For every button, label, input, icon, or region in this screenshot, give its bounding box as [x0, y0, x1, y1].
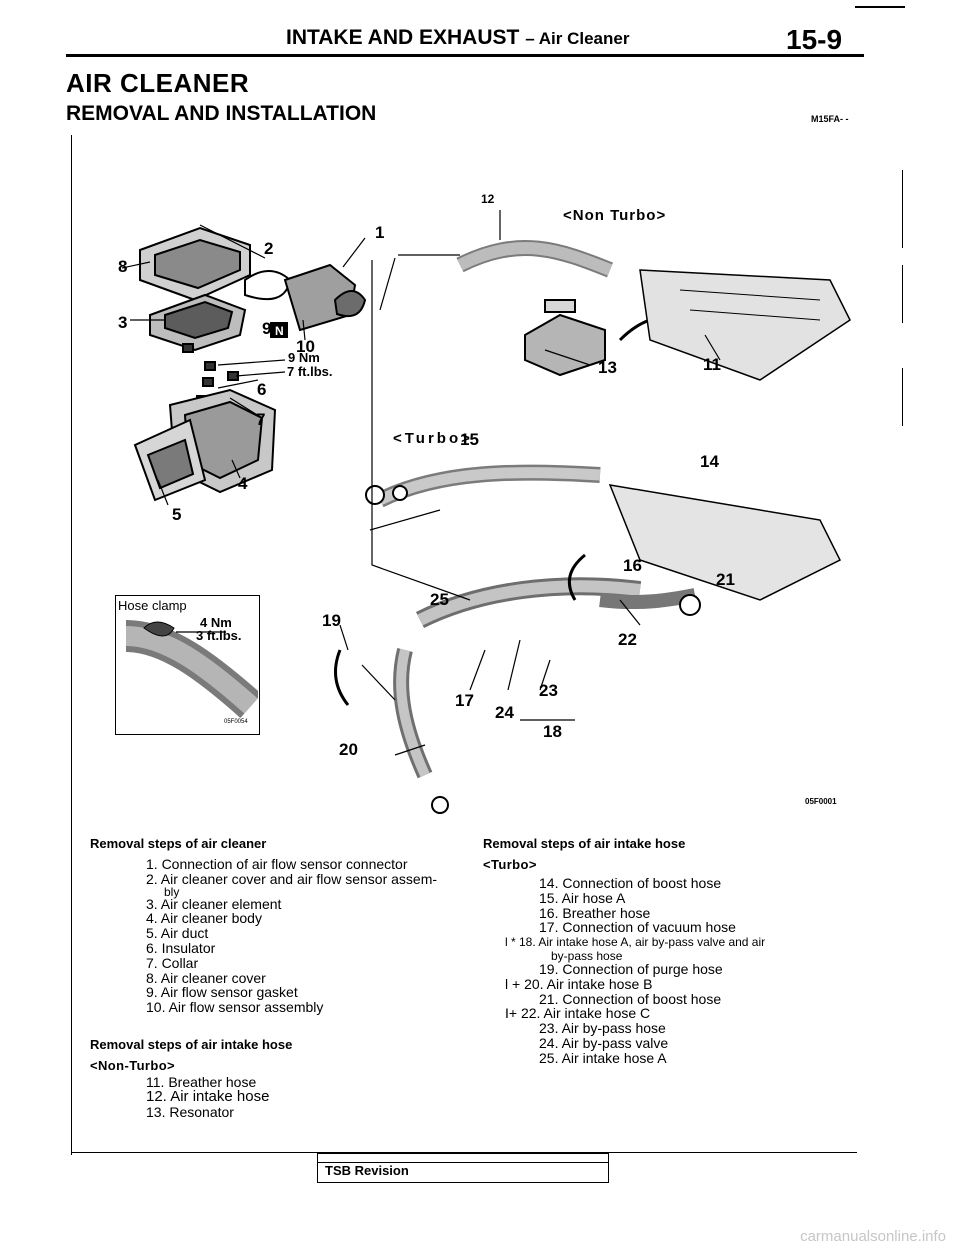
list-item: 19. Connection of purge hose	[539, 960, 723, 977]
callout-7: 7	[256, 410, 265, 429]
list-item: 4. Air cleaner body	[146, 910, 262, 927]
list-item: 11. Breather hose	[146, 1073, 257, 1090]
list-item: 3. Air cleaner element	[146, 895, 282, 912]
callout-9: 9	[262, 319, 271, 338]
inset-torque-nm: 4 Nm	[200, 615, 232, 630]
tsb-revision-box	[317, 1153, 609, 1183]
callout-2: 2	[264, 239, 273, 258]
left-margin-rule	[71, 135, 72, 1155]
callout-25: 25	[430, 590, 449, 609]
list-item: 9. Air flow sensor gasket	[146, 984, 298, 1001]
inset-hose-clamp	[115, 595, 260, 735]
callout-15: 15	[460, 430, 479, 449]
callout-20: 20	[339, 740, 358, 759]
callout-n: N	[275, 324, 284, 338]
callout-labels: 1 2 3 4 5 6 7 8 9 10 11 12 13 14 15 16 1…	[118, 192, 735, 759]
callout-16: 16	[623, 556, 642, 575]
section-title: AIR CLEANER	[66, 68, 250, 98]
list-item: 7. Collar	[146, 954, 199, 971]
list-item: 17. Connection of vacuum hose	[539, 919, 736, 936]
callout-6: 6	[257, 380, 266, 399]
inset-torque-ftlbs: 3 ft.lbs.	[196, 628, 242, 643]
header-title-sub: – Air Cleaner	[525, 29, 630, 48]
list-item: by-pass hose	[551, 948, 623, 963]
list-item: l + 20. Air intake hose B	[505, 975, 653, 992]
list-item: 1. Connection of air flow sensor connect…	[146, 856, 408, 872]
inset-code: 05F0054	[224, 719, 248, 725]
inset-title: Hose clamp	[118, 598, 187, 613]
callout-5: 5	[172, 505, 181, 524]
list-item: 2. Air cleaner cover and air flow sensor…	[146, 870, 438, 887]
page-header-title: INTAKE AND EXHAUST – Air Cleaner	[286, 26, 629, 50]
steps-turbo-model: <Turbo>	[483, 857, 537, 872]
steps-air-cleaner: Removal steps of air cleaner 1. Connecti…	[90, 836, 470, 1119]
turbo-intake-drawing	[334, 260, 842, 814]
callout-4: 4	[238, 474, 248, 493]
air-cleaner-assembly-drawing	[121, 224, 367, 506]
steps-air-cleaner-heading: Removal steps of air cleaner	[90, 836, 267, 851]
steps-intake-turbo: Removal steps of air intake hose <Turbo>…	[483, 836, 903, 1066]
list-item: 23. Air by-pass hose	[539, 1020, 666, 1037]
callout-18: 18	[543, 722, 562, 741]
bottom-rule	[71, 1152, 857, 1153]
callout-11: 11	[703, 355, 721, 374]
callout-13: 13	[598, 358, 617, 377]
list-item: 10. Air flow sensor assembly	[146, 999, 324, 1016]
callout-n-box	[270, 322, 288, 338]
header-title-main: INTAKE AND EXHAUST	[286, 26, 520, 49]
callout-8: 8	[118, 257, 127, 276]
torque-bolt-nm: 9 Nm	[288, 350, 320, 365]
figure-annotations: <Non Turbo> <Turbo> 9 Nm 7 ft.lbs. N	[270, 207, 666, 447]
callout-3: 3	[118, 313, 127, 332]
steps-turbo-heading: Removal steps of air intake hose	[483, 836, 686, 851]
watermark: carmanualsonline.info	[800, 1228, 946, 1245]
exploded-diagram: 1 2 3 4 5 6 7 8 9 10 11 12 13 14 15 16 1…	[118, 192, 851, 814]
steps-non-turbo-heading: Removal steps of air intake hose	[90, 1036, 293, 1052]
list-item: 15. Air hose A	[539, 889, 626, 906]
callout-24: 24	[495, 703, 514, 722]
label-non-turbo: <Non Turbo>	[563, 207, 666, 224]
list-item: 5. Air duct	[146, 925, 209, 942]
list-item: 21. Connection of boost hose	[539, 990, 722, 1007]
list-item: 25. Air intake hose A	[539, 1049, 667, 1066]
page-number: 15-9	[786, 24, 843, 55]
callout-17: 17	[455, 691, 474, 710]
list-item: 12. Air intake hose	[146, 1087, 270, 1105]
section-subtitle: REMOVAL AND INSTALLATION	[66, 102, 377, 125]
callout-12: 12	[481, 192, 495, 206]
list-item: I+ 22. Air intake hose C	[505, 1005, 651, 1022]
torque-bolt-ftlbs: 7 ft.lbs.	[287, 364, 333, 379]
callout-21: 21	[716, 570, 735, 589]
callout-23: 23	[539, 681, 558, 700]
callout-1: 1	[375, 223, 384, 242]
callout-22: 22	[618, 630, 637, 649]
list-item: 8. Air cleaner cover	[146, 969, 266, 986]
reference-code: M15FA- -	[811, 114, 849, 124]
list-item: 14. Connection of boost hose	[539, 875, 722, 891]
steps-non-turbo-model: <Non-Turbo>	[90, 1057, 176, 1073]
list-item: l * 18. Air intake hose A, air by-pass v…	[505, 935, 766, 950]
tsb-revision-label: TSB Revision	[325, 1163, 409, 1178]
non-turbo-intake-drawing	[379, 210, 851, 381]
callout-14: 14	[700, 452, 719, 471]
hose-clamp-drawing	[125, 620, 258, 718]
list-item: 13. Resonator	[146, 1103, 234, 1120]
header-rule	[66, 54, 864, 57]
label-turbo: <Turbo>	[393, 430, 473, 447]
list-item: 6. Insulator	[146, 939, 216, 956]
list-item: 24. Air by-pass valve	[539, 1034, 669, 1051]
callout-10: 10	[296, 337, 315, 356]
callout-19: 19	[322, 611, 341, 630]
list-item: 16. Breather hose	[539, 904, 651, 921]
figure-code: 05F0001	[805, 797, 837, 806]
top-rule	[855, 6, 905, 8]
list-item: bly	[164, 884, 180, 899]
